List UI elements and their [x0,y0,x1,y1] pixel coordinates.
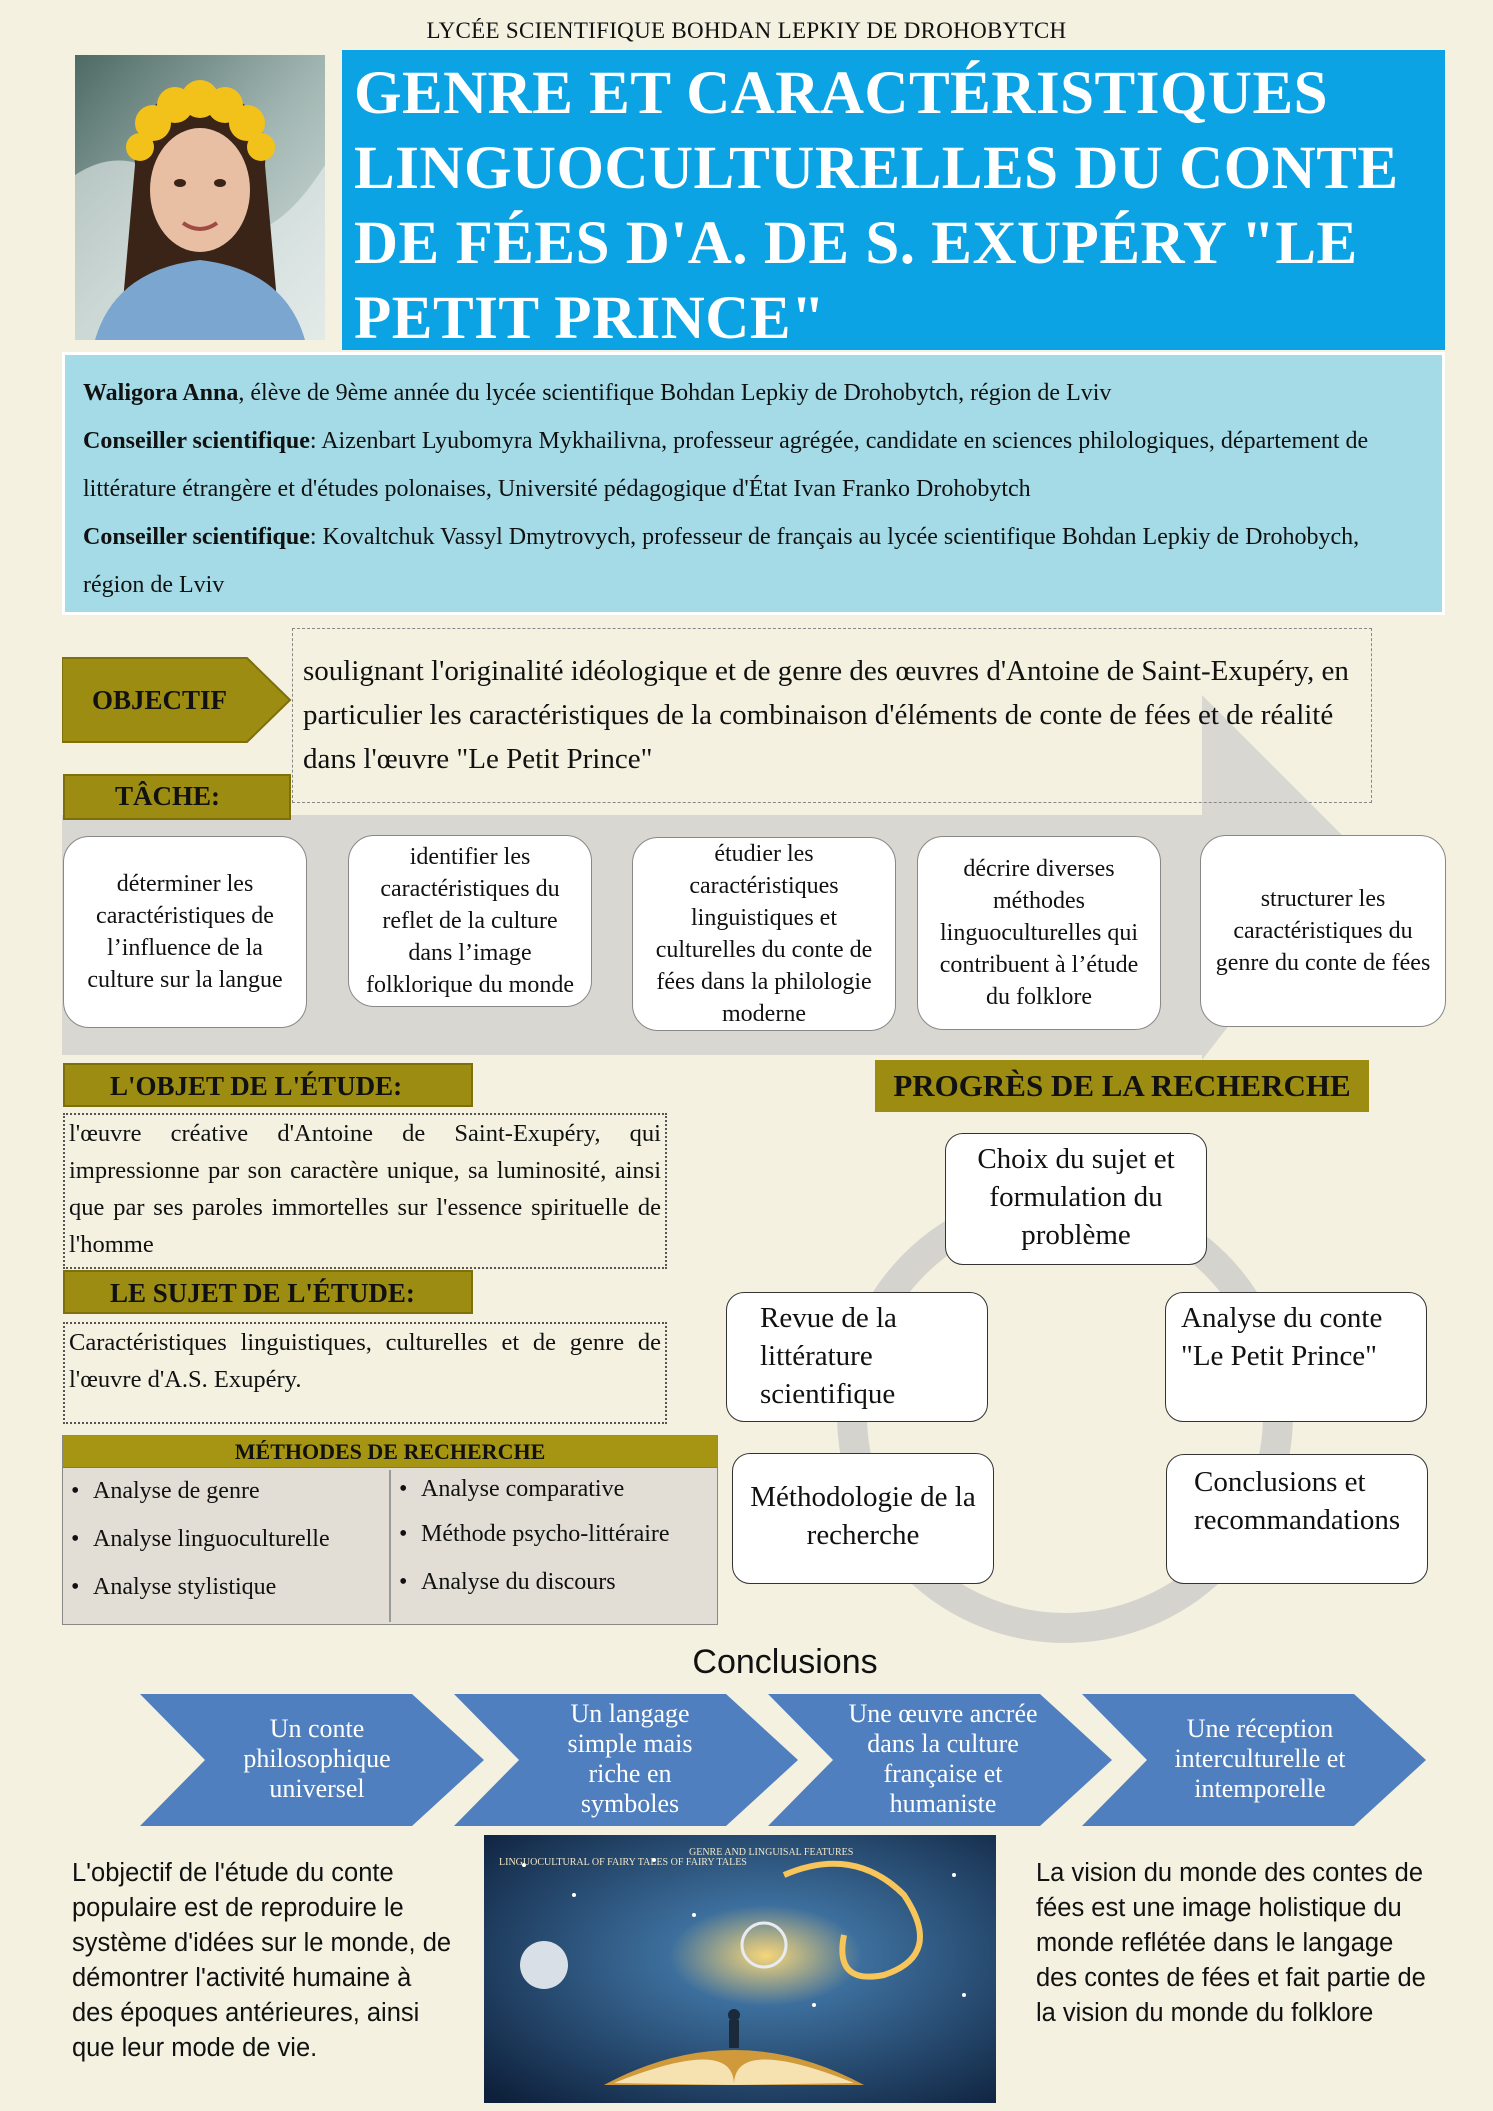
progress-step: Conclusions et recommandations [1166,1454,1428,1584]
book-cover-image: LINGUOCULTURAL OF FAIRY TALES OF FAIRY T… [484,1835,996,2103]
conclusion-left-text: L'objectif de l'étude du conte populaire… [72,1859,452,2062]
school-name: LYCÉE SCIENTIFIQUE BOHDAN LEPKIY DE DROH… [426,18,1067,43]
author-photo [75,55,325,340]
objectif-tag: OBJECTIF [62,657,292,743]
progress-step: Analyse du conte "Le Petit Prince" [1165,1292,1427,1422]
task-card: déterminer les caractéristiques de l’inf… [63,836,307,1028]
portrait-image [75,55,325,340]
author-name: Waligora Anna [83,380,239,406]
author-line: Waligora Anna, élève de 9ème année du ly… [83,369,1424,417]
method-item: Analyse comparative [391,1476,670,1521]
chevron-text-2: Un langage simple mais riche en symboles [567,1699,693,1818]
task-card: structurer les caractéristiques du genre… [1200,835,1446,1027]
chevron-text-3: Une œuvre ancrée dans la culture françai… [848,1699,1038,1818]
conclusions-title: Conclusions [692,1643,878,1681]
progress-step: Revue de la littérature scientifique [726,1292,988,1422]
methods-divider [389,1470,391,1622]
progress-step: Méthodologie de la recherche [732,1453,994,1584]
chevron-text-4: Une réception interculturelle et intempo… [1174,1714,1346,1803]
poster-title-box: GENRE ET CARACTÉRISTIQUES LINGUOCULTUREL… [342,50,1445,352]
advisor-line-1: Conseiller scientifique: Aizenbart Lyubo… [83,417,1424,513]
cover-text-1: LINGUOCULTURAL OF FAIRY TALES OF FAIRY T… [499,1857,747,1868]
sujet-text: Caractéristiques linguistiques, culturel… [63,1322,667,1424]
chevron-text-1: Un conte philosophique universel [243,1714,391,1803]
advisor-label-2: Conseiller scientifique [83,524,310,550]
method-item: Analyse linguoculturelle [63,1526,330,1574]
chevron-2 [454,1694,798,1826]
methods-table: MÉTHODES DE RECHERCHE Analyse de genre A… [62,1435,718,1625]
method-item: Analyse stylistique [63,1574,330,1622]
chevron-1 [140,1694,484,1826]
chevron-4 [1082,1694,1426,1826]
progress-step: Choix du sujet et formulation du problèm… [945,1133,1207,1265]
method-item: Analyse de genre [63,1478,330,1526]
sujet-label: LE SUJET DE L'ÉTUDE: [63,1270,473,1314]
conclusions-chevrons [140,1694,1426,1826]
methods-label: MÉTHODES DE RECHERCHE [63,1436,717,1468]
objectif-text: soulignant l'originalité idéologique et … [292,628,1372,803]
objectif-label: OBJECTIF [92,685,227,715]
cover-text-2: GENRE AND LINGUISAL FEATURES [689,1847,853,1858]
methods-right-list: Analyse comparative Méthode psycho-litté… [391,1476,670,1617]
advisor-2: : Kovaltchuk Vassyl Dmytrovych, professe… [83,524,1360,598]
objet-label: L'OBJET DE L'ÉTUDE: [63,1063,473,1107]
method-item: Analyse du discours [391,1569,670,1617]
advisor-line-2: Conseiller scientifique: Kovaltchuk Vass… [83,513,1424,609]
objet-text: l'œuvre créative d'Antoine de Saint-Exup… [63,1113,667,1269]
poster-title: GENRE ET CARACTÉRISTIQUES LINGUOCULTUREL… [354,60,1399,352]
conclusion-right-text: La vision du monde des contes de fées es… [1036,1859,1426,2027]
authors-block: Waligora Anna, élève de 9ème année du ly… [62,352,1445,615]
author-desc: , élève de 9ème année du lycée scientifi… [238,380,1112,406]
task-card: étudier les caractéristiques linguistiqu… [632,837,896,1031]
progres-label: PROGRÈS DE LA RECHERCHE [875,1060,1369,1112]
advisor-label-1: Conseiller scientifique [83,428,310,454]
fairy-tale-illustration: LINGUOCULTURAL OF FAIRY TALES OF FAIRY T… [484,1835,996,2103]
tache-label: TÂCHE: [63,774,291,820]
advisor-1: : Aizenbart Lyubomyra Mykhailivna, profe… [83,428,1369,502]
methods-left-list: Analyse de genre Analyse linguoculturell… [63,1478,330,1622]
task-card: identifier les caractéristiques du refle… [348,835,592,1007]
method-item: Méthode psycho-littéraire [391,1521,670,1569]
chevron-3 [768,1694,1112,1826]
task-card: décrire diverses méthodes linguoculturel… [917,836,1161,1030]
